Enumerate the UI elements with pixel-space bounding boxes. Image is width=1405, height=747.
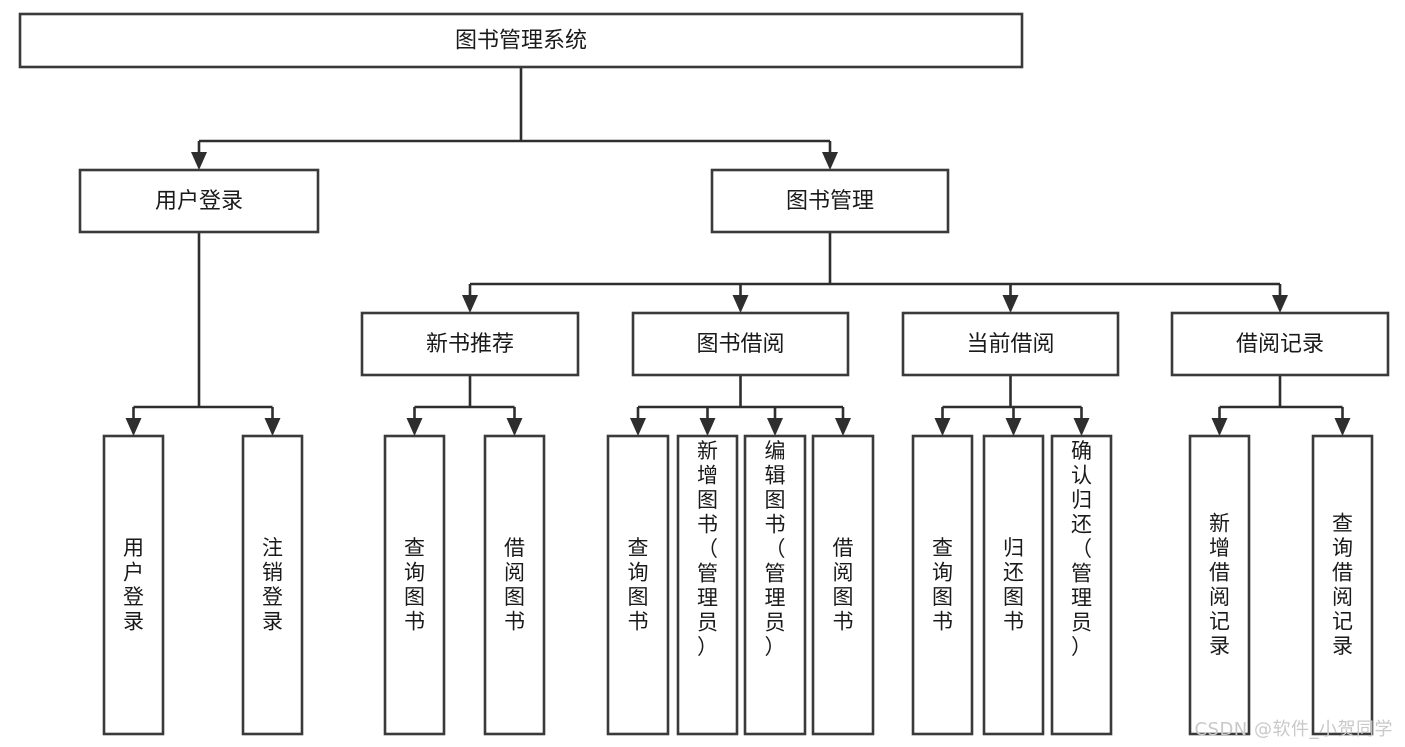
node-box-leaf-13[interactable] <box>1311 434 1374 736</box>
node-leaf-1[interactable]: 用户登录 <box>102 434 165 736</box>
node-box-leaf-3[interactable] <box>383 434 446 736</box>
node-leaf-12[interactable]: 新增借阅记录 <box>1188 434 1251 736</box>
node-box-leaf-7[interactable] <box>743 434 807 736</box>
arrow-head-l3-4 <box>1272 295 1288 313</box>
arrow-head-leaf-7 <box>767 418 783 436</box>
arrow-head-leaf-3 <box>406 418 423 436</box>
node-label-l3-1: 新书推荐 <box>426 332 514 357</box>
node-box-l3-1[interactable] <box>360 311 580 377</box>
node-label-l2-1: 用户登录 <box>155 189 243 214</box>
node-label-leaf-9: 查询图书 <box>932 536 953 634</box>
node-l3-2[interactable]: 图书借阅 <box>631 311 850 377</box>
arrow-head-leaf-5 <box>630 418 646 436</box>
node-label-l3-2: 图书借阅 <box>696 332 784 357</box>
node-box-leaf-8[interactable] <box>811 434 875 736</box>
node-label-leaf-12: 新增借阅记录 <box>1209 512 1230 659</box>
node-label-leaf-13: 查询借阅记录 <box>1332 512 1353 659</box>
node-box-leaf-4[interactable] <box>483 434 546 736</box>
node-box-l3-2[interactable] <box>631 311 850 377</box>
node-leaf-10[interactable]: 归还图书 <box>982 434 1045 736</box>
node-l2-1[interactable]: 用户登录 <box>78 168 320 234</box>
node-box-l3-4[interactable] <box>1170 311 1390 377</box>
node-box-root[interactable] <box>18 12 1024 69</box>
node-leaf-13[interactable]: 查询借阅记录 <box>1311 434 1374 736</box>
node-box-l2-1[interactable] <box>78 168 320 234</box>
arrow-head-leaf-11 <box>1073 418 1090 436</box>
node-box-l3-3[interactable] <box>901 311 1120 377</box>
node-label-leaf-6: 新增图书（管理员） <box>697 439 718 659</box>
node-box-leaf-11[interactable] <box>1050 434 1113 736</box>
arrow-head-leaf-8 <box>835 418 851 436</box>
node-l3-3[interactable]: 当前借阅 <box>901 311 1120 377</box>
node-label-l3-3: 当前借阅 <box>966 332 1054 357</box>
node-box-leaf-2[interactable] <box>241 434 304 736</box>
arrow-head-leaf-2 <box>264 418 281 436</box>
node-root[interactable]: 图书管理系统 <box>18 12 1024 69</box>
node-label-leaf-5: 查询图书 <box>628 536 649 634</box>
node-label-root: 图书管理系统 <box>455 29 587 54</box>
arrow-head-leaf-12 <box>1211 418 1228 436</box>
arrow-head-leaf-10 <box>1005 418 1022 436</box>
node-box-leaf-1[interactable] <box>102 434 165 736</box>
arrow-head-leaf-4 <box>506 418 523 436</box>
node-leaf-11[interactable]: 确认归还（管理员） <box>1050 434 1113 736</box>
node-label-leaf-1: 用户登录 <box>123 536 144 634</box>
node-leaf-7[interactable]: 编辑图书（管理员） <box>743 434 807 736</box>
node-label-l2-2: 图书管理 <box>786 189 874 214</box>
node-leaf-4[interactable]: 借阅图书 <box>483 434 546 736</box>
node-box-leaf-5[interactable] <box>606 434 670 736</box>
node-l3-1[interactable]: 新书推荐 <box>360 311 580 377</box>
node-leaf-6[interactable]: 新增图书（管理员） <box>676 434 739 736</box>
arrow-head-leaf-1 <box>125 418 142 436</box>
arrow-head-l3-1 <box>462 295 478 313</box>
node-leaf-2[interactable]: 注销登录 <box>241 434 304 736</box>
node-layer: 图书管理系统用户登录图书管理新书推荐图书借阅当前借阅借阅记录用户登录注销登录查询… <box>18 12 1390 736</box>
arrow-head-leaf-9 <box>934 418 951 436</box>
node-box-leaf-12[interactable] <box>1188 434 1251 736</box>
node-leaf-8[interactable]: 借阅图书 <box>811 434 875 736</box>
node-box-leaf-6[interactable] <box>676 434 739 736</box>
node-label-l3-4: 借阅记录 <box>1236 332 1324 357</box>
node-l3-4[interactable]: 借阅记录 <box>1170 311 1390 377</box>
arrow-head-leaf-6 <box>699 418 716 436</box>
node-leaf-9[interactable]: 查询图书 <box>911 434 974 736</box>
node-label-leaf-11: 确认归还（管理员） <box>1071 439 1092 659</box>
node-label-leaf-4: 借阅图书 <box>504 536 525 634</box>
connector-layer <box>125 67 1351 436</box>
node-label-leaf-7: 编辑图书（管理员） <box>765 439 786 659</box>
node-box-leaf-9[interactable] <box>911 434 974 736</box>
node-l2-2[interactable]: 图书管理 <box>710 168 950 234</box>
node-leaf-5[interactable]: 查询图书 <box>606 434 670 736</box>
node-label-leaf-2: 注销登录 <box>262 536 283 634</box>
node-leaf-3[interactable]: 查询图书 <box>383 434 446 736</box>
node-box-leaf-10[interactable] <box>982 434 1045 736</box>
node-label-leaf-3: 查询图书 <box>404 536 425 634</box>
arrow-head-l2-2 <box>822 152 838 170</box>
arrow-head-leaf-13 <box>1334 418 1351 436</box>
arrow-head-l2-1 <box>191 152 207 170</box>
node-label-leaf-8: 借阅图书 <box>833 536 854 634</box>
node-box-l2-2[interactable] <box>710 168 950 234</box>
node-label-leaf-10: 归还图书 <box>1003 536 1024 634</box>
arrow-head-l3-2 <box>732 295 749 313</box>
arrow-head-l3-3 <box>1002 295 1019 313</box>
